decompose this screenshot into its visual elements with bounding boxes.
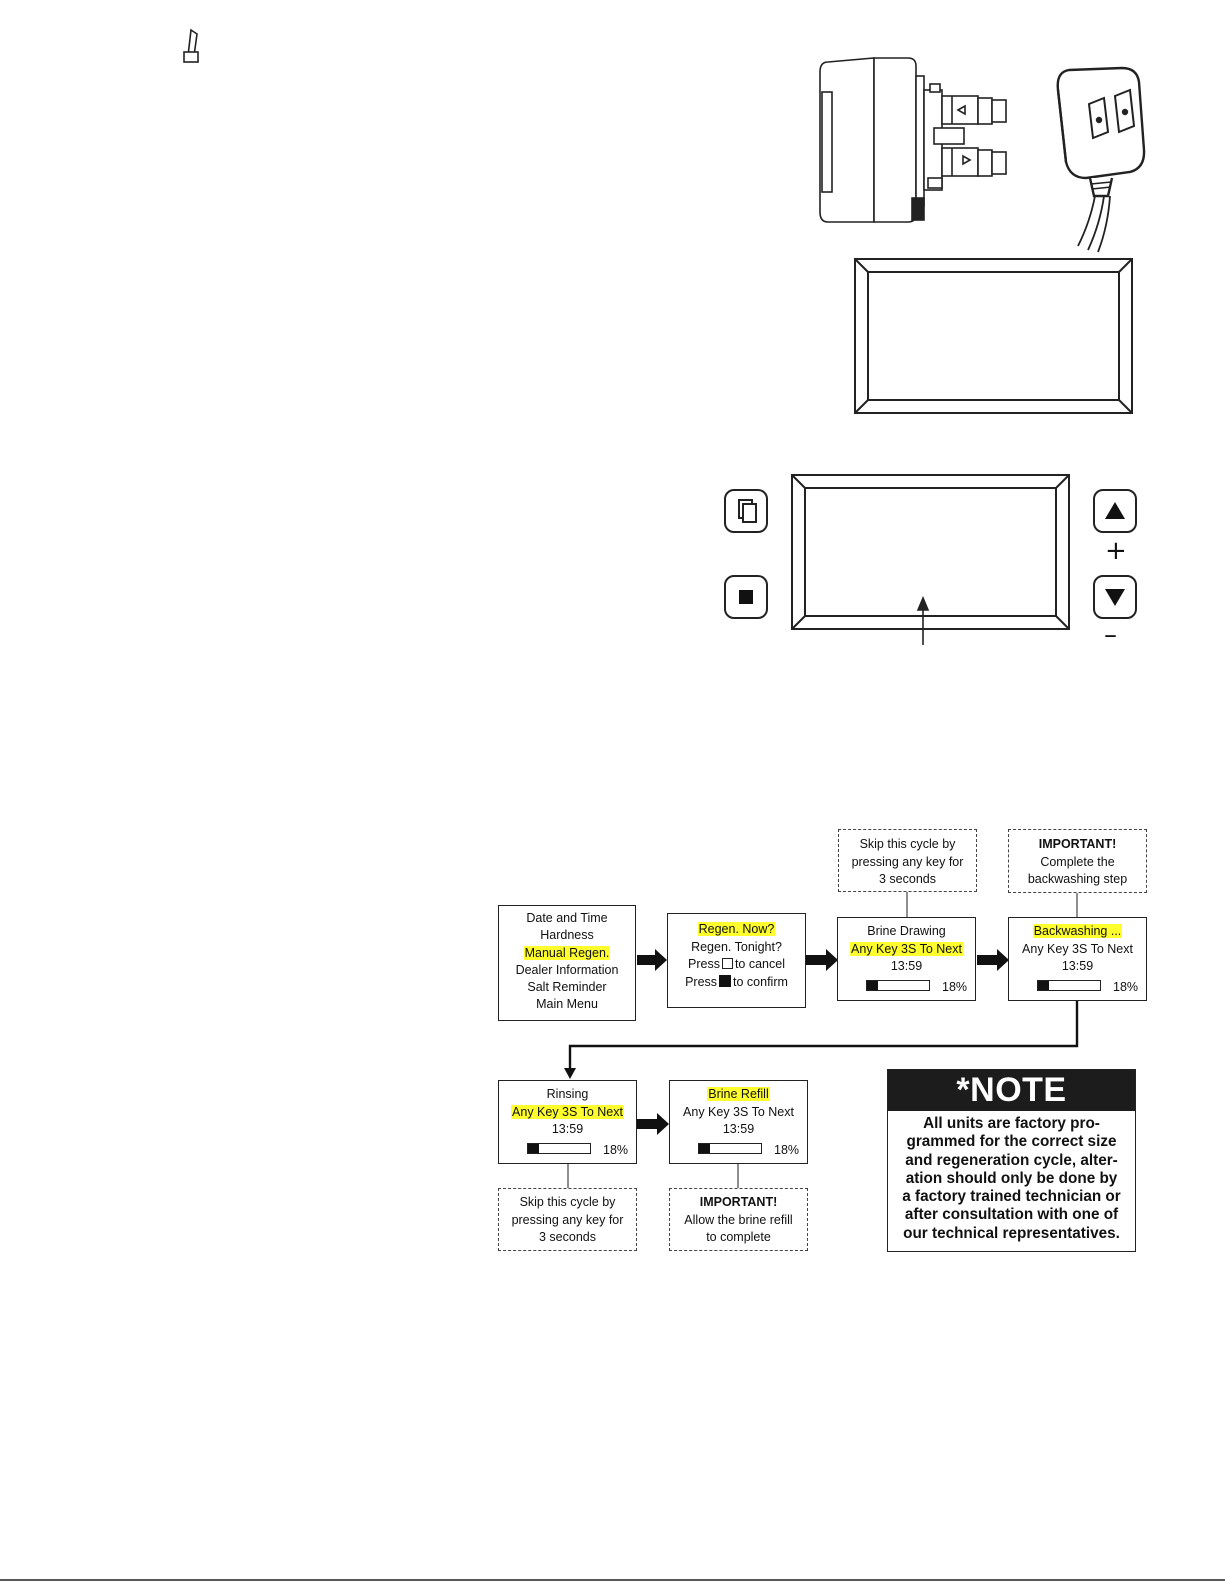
brine-refill-hint: Any Key 3S To Next (683, 1104, 794, 1119)
skip-note-top-line-3: 3 seconds (879, 872, 936, 886)
menu-item-manual-regen: Manual Regen. (523, 945, 611, 960)
flow-connector-wrap (568, 1001, 1079, 1070)
important-note-bottom-heading: IMPORTANT! (699, 1195, 778, 1209)
brine-drawing-progress-bar (866, 979, 930, 991)
control-valve-illustration (183, 28, 1007, 223)
rinsing-title: Rinsing (546, 1087, 589, 1101)
brine-refill-percent: 18% (774, 1142, 800, 1157)
menu-item-main-menu: Main Menu (536, 997, 598, 1012)
brine-refill-progress-bar (698, 1142, 762, 1154)
brine-refill-progress-row: 18% (670, 1140, 807, 1158)
regen-tonight-option: Regen. Tonight? (691, 939, 782, 954)
power-adapter-illustration (1056, 66, 1146, 253)
skip-note-bottom: Skip this cycle by pressing any key for … (498, 1188, 637, 1251)
important-note-bottom-line-1: Allow the brine refill (684, 1212, 793, 1227)
brine-drawing-percent: 18% (942, 979, 968, 994)
skip-note-top-line-1: Skip this cycle by (859, 837, 956, 851)
lcd-display-frame-keypad (791, 474, 1070, 630)
factory-note-line-5: a factory trained technician or (902, 1188, 1121, 1206)
flow-arrows (637, 949, 1009, 1135)
note-connectors (567, 892, 1078, 1188)
brine-drawing-title: Brine Drawing (867, 924, 946, 938)
backwashing-title: Backwashing ... (1032, 924, 1123, 938)
factory-note-heading: *NOTE (888, 1070, 1135, 1111)
factory-note-line-2: grammed for the correct size (906, 1133, 1117, 1151)
minus-label: – (1104, 620, 1117, 650)
backwashing-progress-bar (1037, 979, 1101, 991)
skip-note-top-line-2: pressing any key for (851, 854, 964, 869)
factory-note-line-3: and regeneration cycle, alter- (905, 1151, 1118, 1169)
brine-refill-title: Brine Refill (707, 1087, 770, 1101)
empty-square-icon (721, 958, 733, 969)
brine-drawing-screen: Brine Drawing Any Key 3S To Next 13:59 1… (837, 917, 976, 1001)
down-triangle-icon (1105, 589, 1125, 606)
brine-drawing-hint: Any Key 3S To Next (850, 941, 963, 956)
backwashing-time: 13:59 (1061, 959, 1094, 973)
important-note-top-line-2: backwashing step (1027, 872, 1128, 886)
stop-key[interactable] (724, 575, 768, 619)
flow-arrow-4 (637, 1113, 669, 1135)
up-key[interactable] (1093, 489, 1137, 533)
rinsing-time: 13:59 (551, 1122, 584, 1136)
up-triangle-icon (1105, 502, 1125, 519)
skip-note-bottom-line-2: pressing any key for (511, 1212, 624, 1227)
brine-refill-screen: Brine Refill Any Key 3S To Next 13:59 18… (669, 1080, 808, 1164)
factory-note-line-4: ation should only be done by (905, 1169, 1118, 1187)
main-menu-screen: Date and Time Hardness Manual Regen. Dea… (498, 905, 636, 1021)
important-note-bottom-line-2: to complete (706, 1230, 771, 1244)
factory-note-line-7: our technical representatives. (903, 1224, 1120, 1242)
brine-refill-time: 13:59 (722, 1122, 755, 1136)
backwashing-progress-row: 18% (1009, 977, 1146, 995)
skip-note-bottom-line-3: 3 seconds (539, 1230, 596, 1244)
filled-square-icon (719, 974, 732, 987)
skip-note-bottom-line-1: Skip this cycle by (519, 1195, 616, 1209)
display-pointer-arrow (916, 595, 930, 645)
rinsing-progress-bar (527, 1142, 591, 1154)
menu-key[interactable] (724, 489, 768, 533)
menu-item-hardness: Hardness (540, 928, 594, 943)
rinsing-screen: Rinsing Any Key 3S To Next 13:59 18% (498, 1080, 637, 1164)
flow-arrow-1 (637, 949, 667, 971)
factory-note-line-1: All units are factory pro- (923, 1115, 1100, 1132)
flow-arrow-2 (806, 949, 838, 971)
menu-copy-icon (738, 499, 757, 523)
backwashing-progress-fill (1038, 980, 1050, 990)
plus-label: + (1105, 536, 1127, 566)
flow-arrow-3 (977, 949, 1009, 971)
important-note-bottom: IMPORTANT! Allow the brine refill to com… (669, 1188, 808, 1251)
rinsing-progress-fill (528, 1143, 540, 1153)
menu-item-date-time: Date and Time (526, 911, 608, 925)
flow-connector-arrowhead (564, 1068, 576, 1079)
factory-note-panel: *NOTE All units are factory pro- grammed… (887, 1069, 1136, 1252)
stop-square-icon (739, 590, 753, 604)
important-note-top-line-1: Complete the (1040, 854, 1115, 869)
rinsing-hint: Any Key 3S To Next (511, 1104, 624, 1119)
lcd-display-frame-large (854, 258, 1133, 414)
factory-note-body: All units are factory pro- grammed for t… (888, 1111, 1135, 1243)
important-note-top-heading: IMPORTANT! (1038, 837, 1117, 851)
rinsing-progress-row: 18% (499, 1140, 636, 1158)
menu-item-salt-reminder: Salt Reminder (527, 980, 607, 995)
menu-item-dealer-info: Dealer Information (515, 962, 619, 977)
regen-now-option: Regen. Now? (697, 922, 776, 936)
brine-drawing-progress-fill (867, 980, 879, 990)
factory-note-line-6: after consultation with one of (904, 1206, 1119, 1224)
skip-note-top: Skip this cycle by pressing any key for … (838, 829, 977, 892)
down-key[interactable] (1093, 575, 1137, 619)
brine-refill-progress-fill (699, 1143, 711, 1153)
brine-drawing-progress-row: 18% (838, 977, 975, 995)
backwashing-hint: Any Key 3S To Next (1022, 941, 1133, 956)
brine-drawing-time: 13:59 (890, 959, 923, 973)
backwashing-percent: 18% (1113, 979, 1139, 994)
rinsing-percent: 18% (603, 1142, 629, 1157)
backwashing-screen: Backwashing ... Any Key 3S To Next 13:59… (1008, 917, 1147, 1001)
important-note-top: IMPORTANT! Complete the backwashing step (1008, 829, 1147, 893)
